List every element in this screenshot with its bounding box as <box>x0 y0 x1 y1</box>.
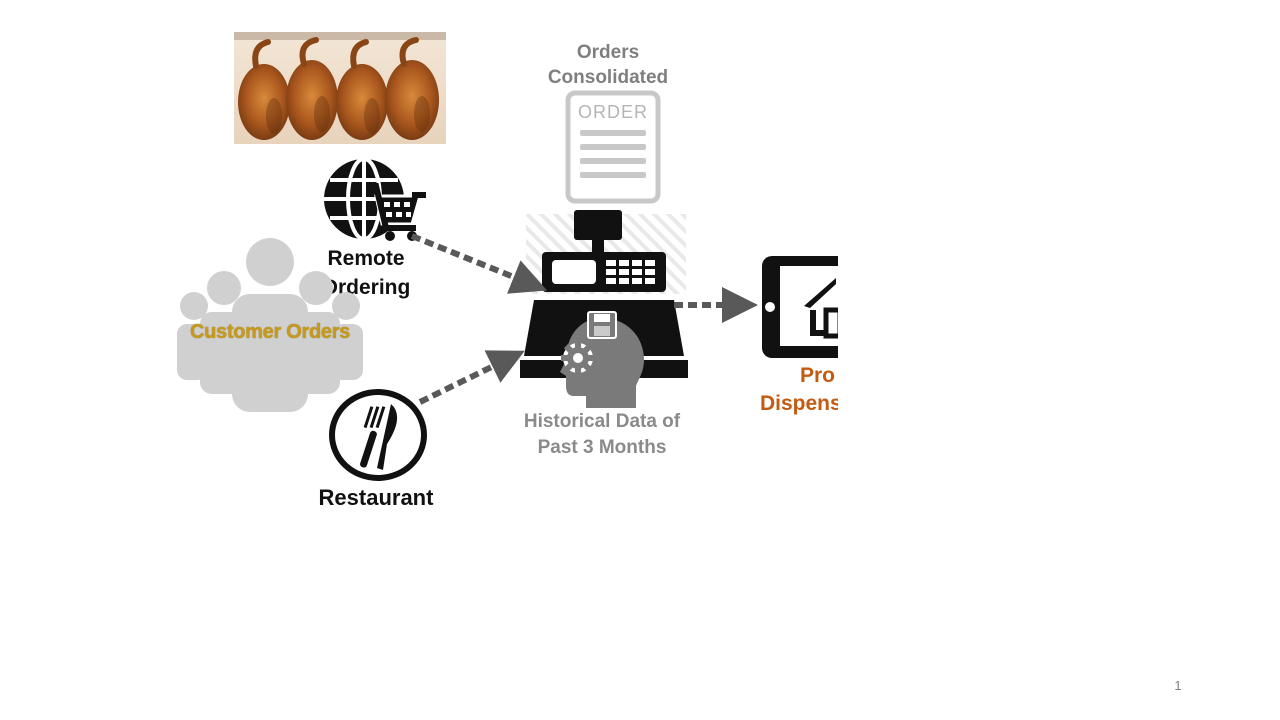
cutlery-icon <box>327 388 429 482</box>
head-gear-icon <box>552 310 652 410</box>
restaurant-label: Restaurant <box>318 485 434 510</box>
customers-group-icon <box>176 236 364 414</box>
page-number: 1 <box>1174 678 1182 693</box>
order-document-text: ORDER <box>577 102 648 122</box>
roasted-duck-photo <box>234 32 446 144</box>
arrow-restaurant-to-register <box>418 350 525 405</box>
orders-consolidated-label: Orders Consolidated <box>547 42 669 88</box>
tablet-icon <box>760 254 838 360</box>
historical-data-label: Historical Data of Past 3 Months <box>523 411 681 458</box>
customer-orders-label: Customer Orders <box>190 321 350 343</box>
remote-ordering-label: Remote Ordering <box>321 247 411 299</box>
production-dispense-label: Pro Dispens <box>760 364 838 415</box>
order-document-icon: ORDER <box>565 90 661 204</box>
globe-cart-icon <box>320 156 430 244</box>
